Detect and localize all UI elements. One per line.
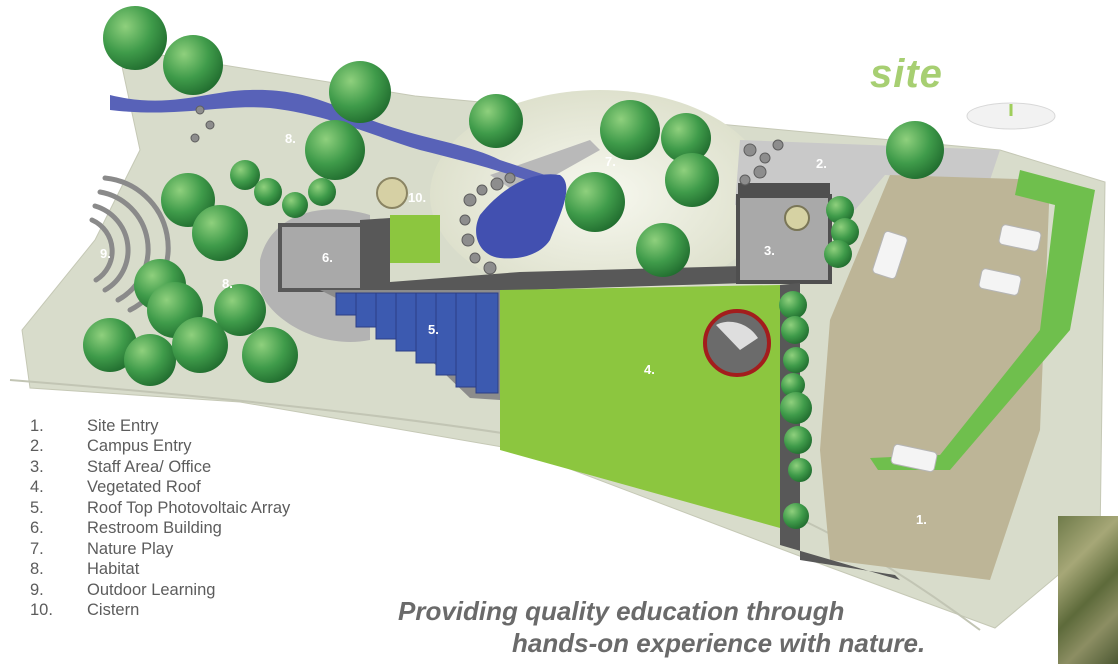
legend-label: Cistern — [87, 601, 140, 620]
legend-item: 1. Site Entry — [30, 416, 290, 437]
legend-item: 3. Staff Area/ Office — [30, 457, 290, 478]
green-strip — [870, 170, 1095, 470]
plan-label-habitat-north: 8. — [285, 131, 296, 146]
legend-item: 2. Campus Entry — [30, 437, 290, 458]
cistern-lawn — [390, 215, 440, 263]
plan-label-nature-play: 7. — [605, 154, 616, 169]
plan-label-site-entry: 1. — [916, 512, 927, 527]
skylight — [784, 205, 810, 231]
plan-label-pv-array: 5. — [428, 322, 439, 337]
rocks — [190, 105, 784, 275]
plan-label-cistern: 10. — [408, 190, 426, 205]
legend-item: 5. Roof Top Photovoltaic Array — [30, 498, 290, 519]
staff-building-edge — [738, 183, 830, 197]
legend-label: Nature Play — [87, 539, 174, 558]
legend-item: 4. Vegetated Roof — [30, 478, 290, 499]
cistern — [376, 177, 408, 209]
legend-item: 7. Nature Play — [30, 539, 290, 560]
plan-label-vegetated-roof: 4. — [644, 362, 655, 377]
legend-number: 9. — [30, 580, 44, 599]
plan-label-campus-entry: 2. — [816, 156, 827, 171]
aerial-photo-thumbnail — [1058, 516, 1118, 664]
roof-circle-detail — [716, 321, 758, 350]
legend-label: Habitat — [87, 560, 140, 579]
legend-number: 3. — [30, 457, 44, 476]
building-wall — [360, 218, 780, 295]
legend-label: Staff Area/ Office — [87, 457, 212, 476]
plan-label-outdoor-learning: 9. — [100, 246, 111, 261]
legend-item: 9. Outdoor Learning — [30, 580, 290, 601]
legend-number: 4. — [30, 478, 44, 497]
legend-item: 8. Habitat — [30, 560, 290, 581]
legend-number: 5. — [30, 498, 44, 517]
legend-label: Site Entry — [87, 416, 159, 435]
legend-item: 10. Cistern — [30, 601, 290, 622]
legend-number: 1. — [30, 416, 44, 435]
tagline-line-1: Providing quality education through — [398, 596, 845, 626]
legend-list: 1. Site Entry 2. Campus Entry 3. Staff Area… — [30, 416, 290, 621]
pv-panels — [335, 292, 499, 394]
legend-label: Restroom Building — [87, 519, 222, 538]
plan-label-habitat-south: 8. — [222, 276, 233, 291]
legend-number: 6. — [30, 519, 44, 538]
legend-number: 2. — [30, 437, 44, 456]
stone-path — [490, 140, 600, 195]
site-title: site — [870, 52, 943, 96]
legend-number: 8. — [30, 560, 44, 579]
legend-number: 10. — [30, 601, 53, 620]
stream — [110, 89, 545, 185]
legend-item: 6. Restroom Building — [30, 519, 290, 540]
trees — [83, 6, 944, 529]
plan-label-staff-area: 3. — [764, 243, 775, 258]
legend-label: Roof Top Photovoltaic Array — [87, 498, 291, 517]
plan-label-restroom: 6. — [322, 250, 333, 265]
tagline-line-2: hands-on experience with nature. — [512, 628, 926, 658]
parked-cars — [872, 224, 1042, 473]
legend-label: Vegetated Roof — [87, 478, 201, 497]
legend-label: Campus Entry — [87, 437, 192, 456]
legend-label: Outdoor Learning — [87, 580, 216, 599]
pond — [476, 174, 567, 259]
legend-number: 7. — [30, 539, 44, 558]
staff-building-roof — [736, 194, 832, 284]
